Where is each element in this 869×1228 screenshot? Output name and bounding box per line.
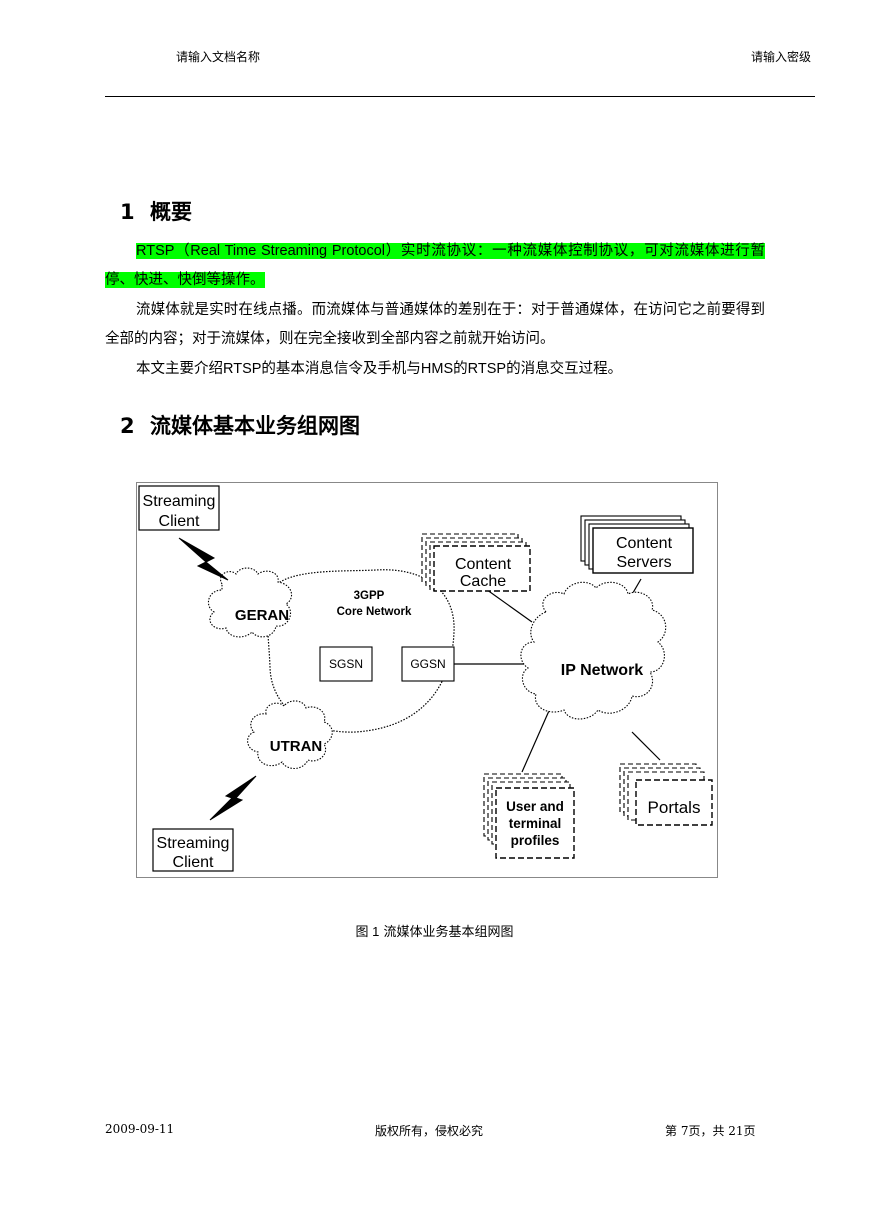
- figure-caption: 图 1 流媒体业务基本组网图: [0, 921, 869, 940]
- streaming-client-bottom-line2: Client: [173, 854, 214, 871]
- portals-label: Portals: [648, 798, 701, 817]
- footer-date: 2009-09-11: [105, 1122, 175, 1136]
- scope-text-c: 的基本消息信令及手机与: [261, 361, 421, 377]
- content-servers-box: [592, 527, 694, 574]
- section-1-title: 概要: [150, 200, 192, 224]
- user-profiles-box: [495, 787, 575, 859]
- scope-hms: HMS: [420, 361, 454, 377]
- user-profiles-line1: User and: [506, 799, 564, 814]
- header-doc-name: 请输入文档名称: [176, 50, 261, 64]
- figure-caption-text: 流媒体业务基本组网图: [383, 925, 514, 940]
- scope-text-g: 的消息交互过程。: [506, 361, 623, 377]
- header-divider: [105, 96, 815, 97]
- paragraph-streaming-media: 流媒体就是实时在线点播。而流媒体与普通媒体的差别在于：对于普通媒体，在访问它之前…: [105, 302, 765, 347]
- section-1-number: 1: [120, 200, 135, 224]
- figure-caption-label: 图 1: [355, 924, 380, 939]
- wireless-link-top-icon: [178, 537, 229, 581]
- network-diagram: 3GPP Core Network GERAN UTRAN IP Network…: [136, 482, 718, 878]
- rtsp-description: 实时流协议：一种流媒体控制协议，可对流媒体进行暂停、快进、快倒等操作。: [105, 243, 765, 288]
- streaming-client-top-line1: Streaming: [143, 493, 216, 510]
- scope-text-a: 本文主要介绍: [136, 361, 223, 377]
- scope-rtsp-2: RTSP: [467, 361, 507, 377]
- paragraph-rtsp-definition: RTSP（Real Time Streaming Protocol）实时流协议：…: [105, 237, 765, 295]
- ggsn-label: GGSN: [410, 657, 445, 671]
- footer-page-number: 第 7页，共 21页: [665, 1124, 756, 1138]
- geran-label: GERAN: [235, 607, 289, 624]
- utran-label: UTRAN: [270, 738, 323, 755]
- sgsn-box: [319, 646, 373, 682]
- streaming-client-top-box: [138, 485, 220, 531]
- paragraph-scope: 本文主要介绍RTSP的基本消息信令及手机与HMS的RTSP的消息交互过程。: [105, 355, 765, 384]
- utran-cloud: [247, 700, 333, 770]
- user-profiles-line3: profiles: [511, 833, 560, 848]
- rtsp-full-name: RTSP（Real Time Streaming Protocol）: [136, 243, 401, 259]
- user-profiles-line2: terminal: [509, 816, 562, 831]
- wireless-link-bottom-icon: [209, 775, 257, 821]
- content-cache-line1: Content: [455, 556, 512, 573]
- content-cache-line2: Cache: [460, 573, 506, 590]
- ip-network-cloud: [520, 581, 667, 720]
- scope-rtsp-1: RTSP: [223, 361, 262, 377]
- header-security-level: 请输入密级: [750, 50, 811, 64]
- portals-box: [635, 779, 713, 826]
- section-2-heading: 2 流媒体基本业务组网图: [120, 410, 360, 440]
- core-network-label-1: 3GPP: [354, 590, 385, 602]
- highlighted-definition: RTSP（Real Time Streaming Protocol）实时流协议：…: [105, 243, 765, 288]
- streaming-client-bottom-line1: Streaming: [157, 835, 230, 852]
- footer-copyright: 版权所有，侵权必究: [375, 1124, 484, 1138]
- geran-cloud: [207, 567, 293, 638]
- section-2-number: 2: [120, 414, 135, 438]
- section-1-heading: 1 概要: [120, 196, 192, 226]
- ggsn-box: [401, 646, 455, 682]
- ip-network-label: IP Network: [561, 662, 644, 679]
- streaming-client-bottom-box: [152, 828, 234, 872]
- sgsn-label: SGSN: [329, 657, 363, 671]
- scope-text-e: 的: [453, 361, 468, 377]
- core-network-label-2: Core Network: [337, 606, 412, 618]
- content-cache-box: [433, 545, 531, 592]
- streaming-client-top-line2: Client: [159, 513, 200, 530]
- content-servers-line2: Servers: [616, 554, 671, 571]
- section-2-title: 流媒体基本业务组网图: [150, 414, 360, 438]
- content-servers-line1: Content: [616, 535, 673, 552]
